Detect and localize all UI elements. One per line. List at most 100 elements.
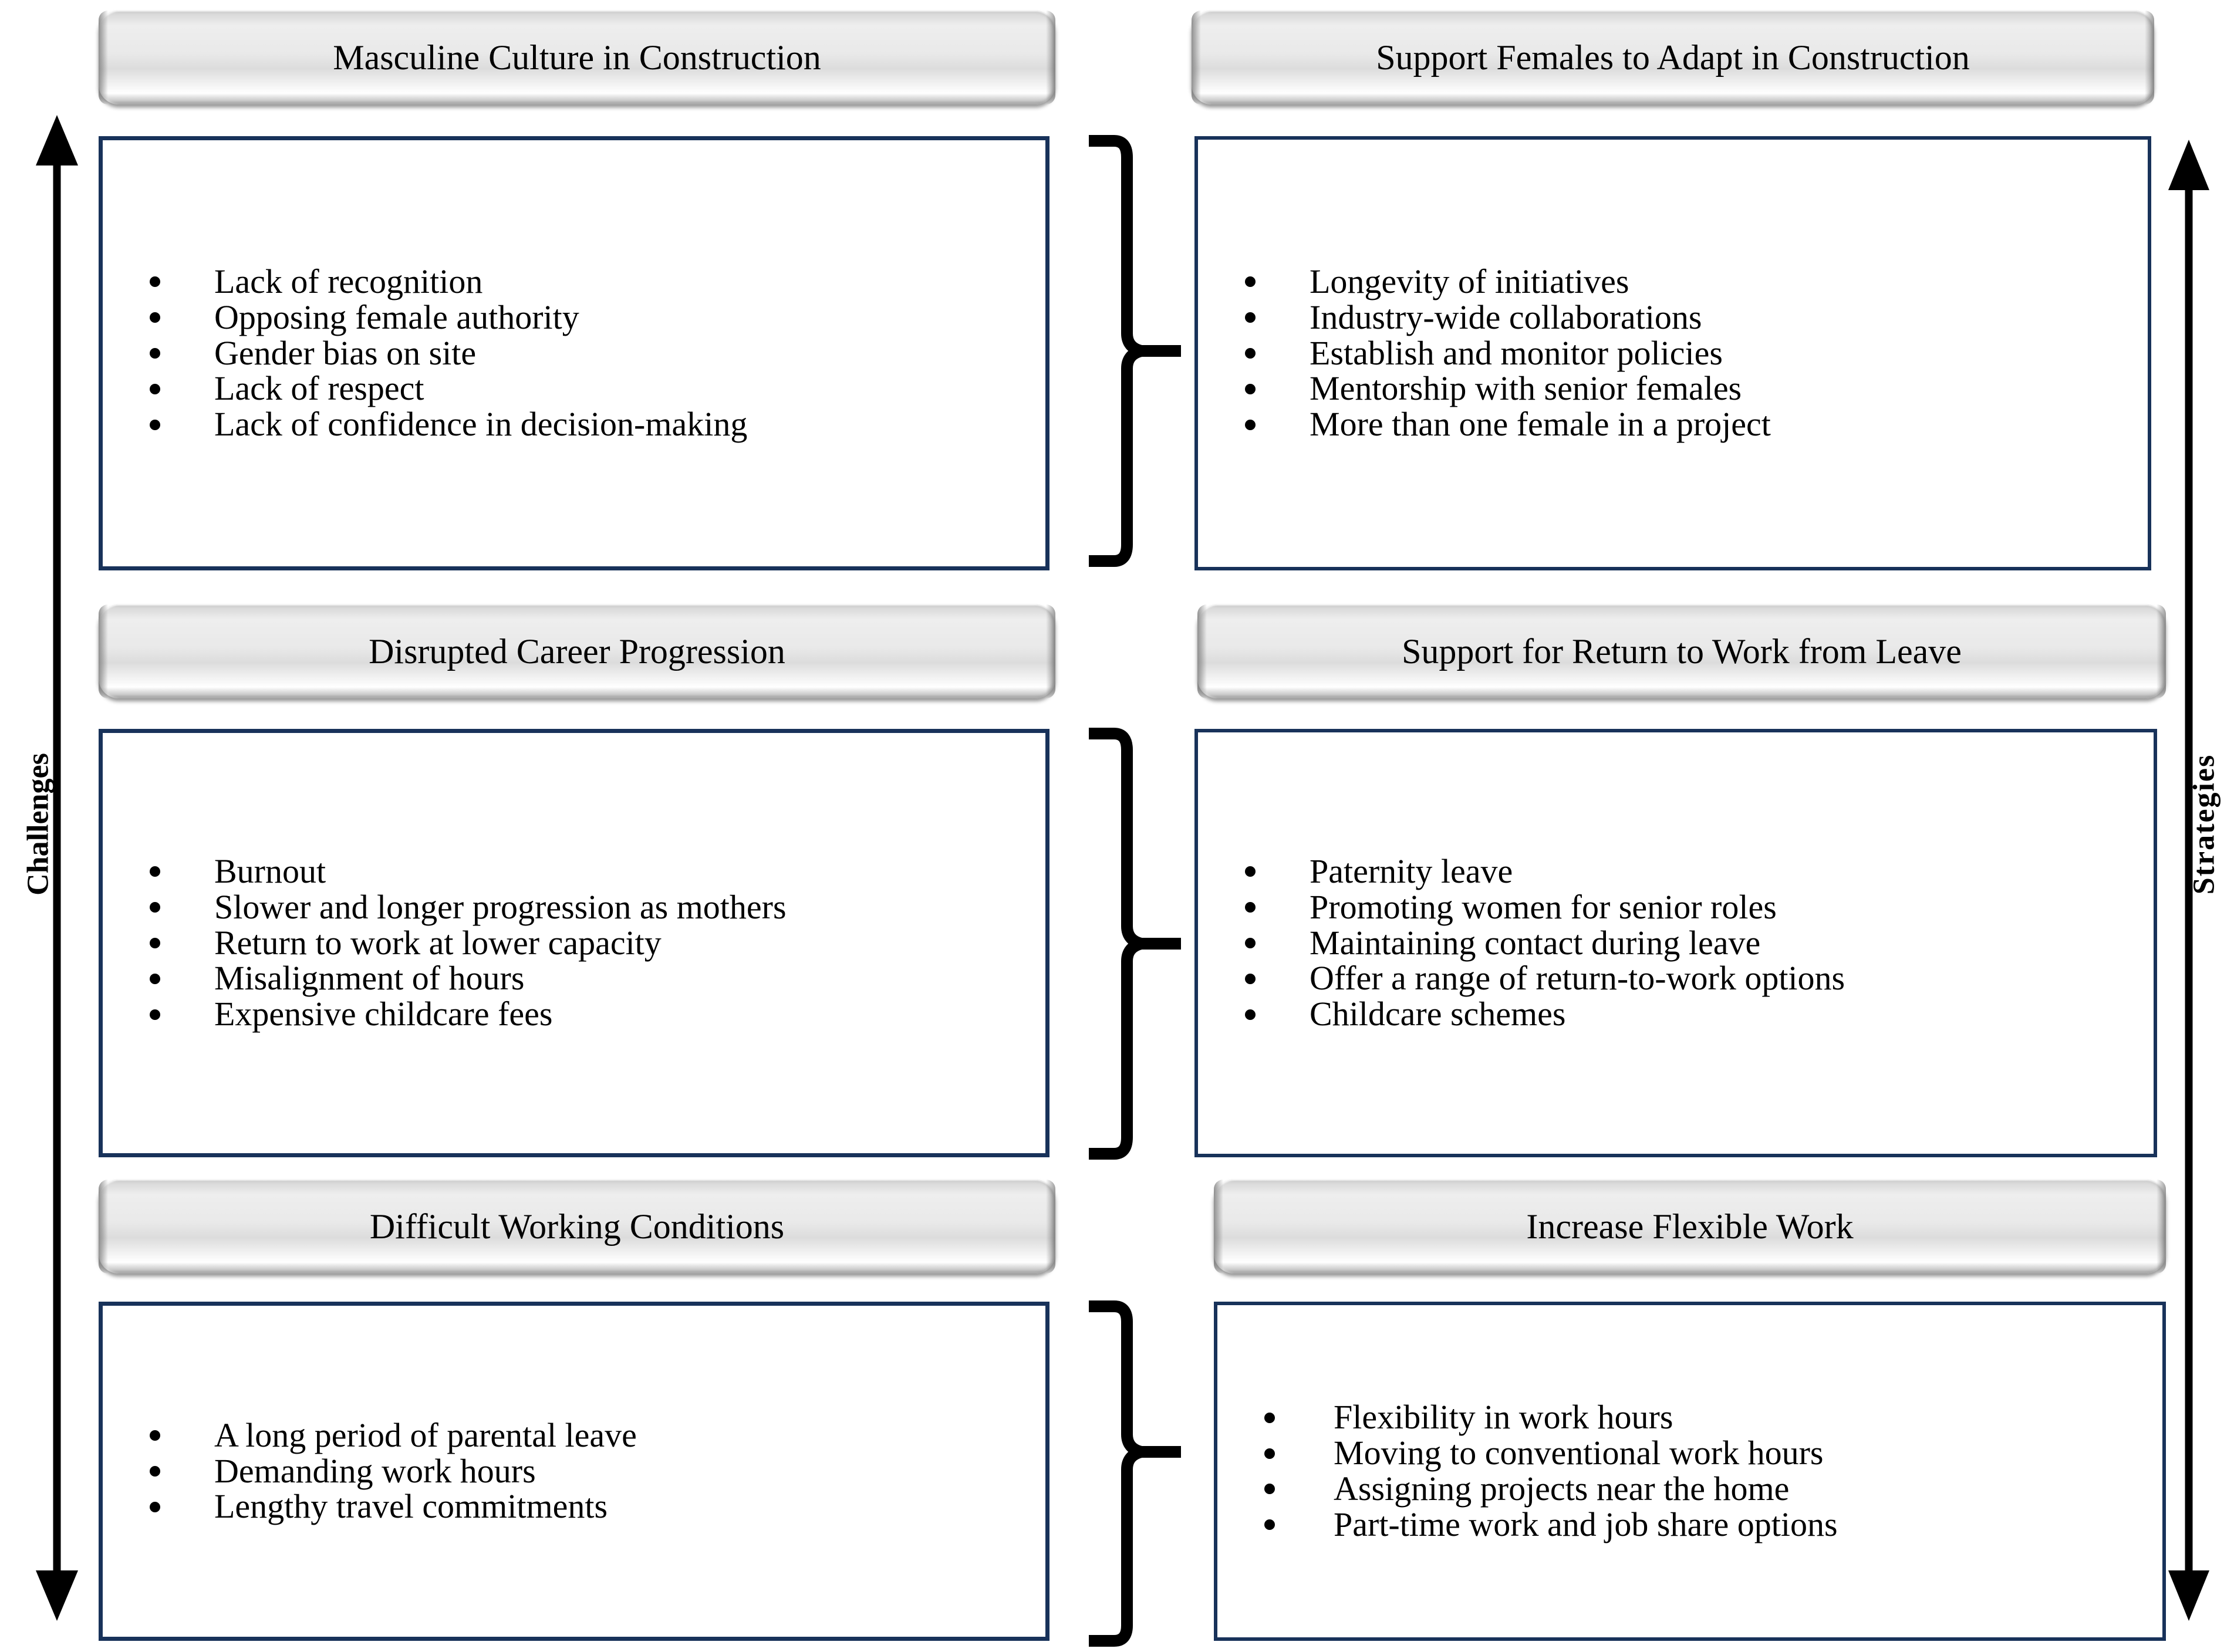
group-header-label: Disrupted Career Progression <box>369 632 785 671</box>
brace-row-3 <box>1089 1300 1181 1647</box>
group-header-difficult-conditions: Difficult Working Conditions <box>99 1180 1055 1273</box>
list-item-label: Mentorship with senior females <box>1310 369 1742 408</box>
bullet-icon <box>1264 1412 1275 1423</box>
list-item-label: Gender bias on site <box>214 333 477 372</box>
item-list: Lack of recognition Opposing female auth… <box>103 263 1045 444</box>
group-header-label: Increase Flexible Work <box>1526 1207 1854 1246</box>
list-item-label: Offer a range of return-to-work options <box>1310 959 1845 998</box>
bullet-icon <box>150 1009 160 1020</box>
group-header-label: Masculine Culture in Construction <box>333 38 821 77</box>
item-list: Longevity of initiatives Industry-wide c… <box>1198 263 2148 444</box>
bullet-icon <box>1245 347 1256 359</box>
group-header-label: Difficult Working Conditions <box>369 1207 785 1246</box>
list-item-label: Maintaining contact during leave <box>1310 923 1761 962</box>
list-item: Opposing female authority <box>103 298 1045 336</box>
list-item: Return to work at lower capacity <box>103 925 1045 961</box>
list-item: Offer a range of return-to-work options <box>1198 961 2154 996</box>
list-item-label: Burnout <box>214 852 326 890</box>
bullet-icon <box>1264 1519 1275 1531</box>
list-item: Expensive childcare fees <box>103 996 1045 1032</box>
list-item: Establish and monitor policies <box>1198 333 2148 372</box>
list-item-label: Paternity leave <box>1310 852 1513 890</box>
bullet-icon <box>1245 383 1256 394</box>
list-item-label: Promoting women for senior roles <box>1310 887 1777 926</box>
group-box-masculine-culture: Lack of recognition Opposing female auth… <box>99 136 1049 570</box>
item-list: Flexibility in work hours Moving to conv… <box>1217 1398 2162 1543</box>
list-item-label: Opposing female authority <box>214 298 579 336</box>
list-item-label: Establish and monitor policies <box>1310 333 1723 372</box>
list-item: Part-time work and job share options <box>1217 1506 2162 1543</box>
bullet-icon <box>150 902 160 913</box>
brace-row-2 <box>1089 728 1181 1160</box>
item-list: Burnout Slower and longer progression as… <box>103 852 1045 1032</box>
bullet-icon <box>150 1465 160 1477</box>
list-item: More than one female in a project <box>1198 405 2148 444</box>
challenges-axis-label: Challenges <box>21 753 55 896</box>
group-header-support-return: Support for Return to Work from Leave <box>1197 604 2166 698</box>
group-box-disrupted-career: Burnout Slower and longer progression as… <box>99 729 1049 1157</box>
bullet-icon <box>150 347 160 359</box>
bullet-icon <box>1264 1448 1275 1459</box>
group-header-increase-flexible-work: Increase Flexible Work <box>1214 1180 2166 1273</box>
strategies-axis-label: Strategies <box>2187 754 2221 895</box>
list-item: Burnout <box>103 852 1045 890</box>
group-header-disrupted-career: Disrupted Career Progression <box>99 604 1055 698</box>
list-item-label: A long period of parental leave <box>214 1415 637 1454</box>
list-item-label: Industry-wide collaborations <box>1310 298 1702 336</box>
list-item-label: Return to work at lower capacity <box>214 923 662 962</box>
group-box-difficult-conditions: A long period of parental leave Demandin… <box>99 1302 1049 1641</box>
list-item: Lack of respect <box>103 371 1045 407</box>
bullet-icon <box>1245 312 1256 323</box>
list-item: Industry-wide collaborations <box>1198 298 2148 336</box>
list-item-label: Misalignment of hours <box>214 959 525 998</box>
group-box-increase-flexible-work: Flexibility in work hours Moving to conv… <box>1214 1302 2166 1641</box>
list-item: Misalignment of hours <box>103 961 1045 996</box>
bullet-icon <box>1245 902 1256 913</box>
item-list: Paternity leave Promoting women for seni… <box>1198 852 2154 1032</box>
list-item: Moving to conventional work hours <box>1217 1435 2162 1471</box>
list-item-label: Lack of respect <box>214 369 424 408</box>
group-header-support-females: Support Females to Adapt in Construction <box>1192 11 2154 104</box>
list-item: Promoting women for senior roles <box>1198 887 2154 926</box>
bullet-icon <box>150 1430 160 1441</box>
bullet-icon <box>150 383 160 394</box>
list-item: Paternity leave <box>1198 852 2154 890</box>
list-item-label: Expensive childcare fees <box>214 995 553 1033</box>
bullet-icon <box>1245 276 1256 288</box>
bullet-icon <box>150 1501 160 1512</box>
list-item: Lengthy travel commitments <box>103 1489 1045 1525</box>
bullet-icon <box>1245 1009 1256 1020</box>
group-header-label: Support for Return to Work from Leave <box>1402 632 1962 671</box>
list-item-label: Assigning projects near the home <box>1334 1469 1790 1508</box>
list-item-label: Demanding work hours <box>214 1451 536 1490</box>
list-item: Demanding work hours <box>103 1451 1045 1490</box>
list-item: Lack of recognition <box>103 263 1045 300</box>
bullet-icon <box>1264 1484 1275 1495</box>
list-item: Lack of confidence in decision-making <box>103 405 1045 444</box>
group-header-label: Support Females to Adapt in Construction <box>1376 38 1970 77</box>
bullet-icon <box>1245 973 1256 984</box>
list-item: Gender bias on site <box>103 333 1045 372</box>
list-item: Assigning projects near the home <box>1217 1471 2162 1507</box>
list-item-label: More than one female in a project <box>1310 405 1771 444</box>
item-list: A long period of parental leave Demandin… <box>103 1415 1045 1525</box>
group-box-support-females: Longevity of initiatives Industry-wide c… <box>1194 136 2151 570</box>
bullet-icon <box>150 937 160 948</box>
group-box-support-return: Paternity leave Promoting women for seni… <box>1194 729 2157 1157</box>
bullet-icon <box>150 312 160 323</box>
bullet-icon <box>150 973 160 984</box>
bullet-icon <box>1245 866 1256 877</box>
bullet-icon <box>1245 937 1256 948</box>
list-item-label: Lack of confidence in decision-making <box>214 405 748 444</box>
list-item-label: Flexibility in work hours <box>1334 1398 1673 1437</box>
list-item: A long period of parental leave <box>103 1415 1045 1454</box>
list-item-label: Moving to conventional work hours <box>1334 1434 1824 1472</box>
list-item-label: Childcare schemes <box>1310 995 1566 1033</box>
list-item-label: Lengthy travel commitments <box>214 1487 608 1526</box>
list-item: Childcare schemes <box>1198 996 2154 1032</box>
bullet-icon <box>150 276 160 288</box>
bullet-icon <box>150 419 160 430</box>
bullet-icon <box>150 866 160 877</box>
list-item-label: Slower and longer progression as mothers <box>214 887 787 926</box>
